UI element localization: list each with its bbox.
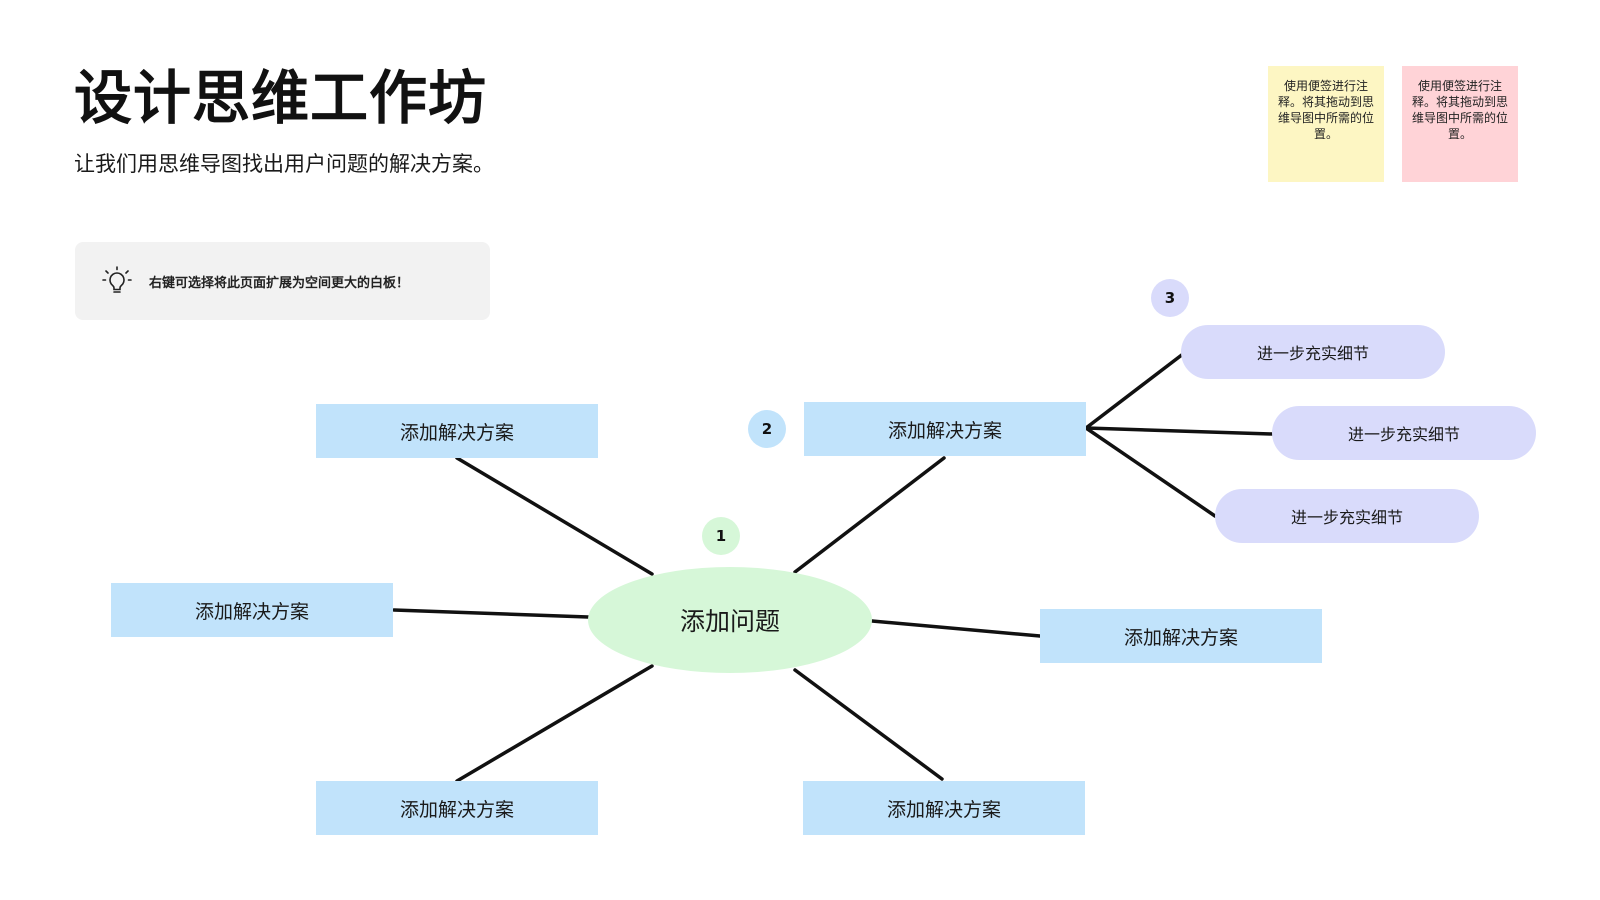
page-title: 设计思维工作坊 <box>74 64 488 132</box>
detail-node[interactable]: 进一步充实细节 <box>1215 489 1479 543</box>
connector-line <box>793 668 944 781</box>
solution-node[interactable]: 添加解决方案 <box>803 781 1085 835</box>
connector-line <box>455 456 654 576</box>
connector-line <box>1084 426 1274 436</box>
solution-node[interactable]: 添加解决方案 <box>316 404 598 458</box>
connector-line <box>1084 352 1185 430</box>
step-badge-1: 1 <box>702 517 740 555</box>
problem-node[interactable]: 添加问题 <box>588 567 872 673</box>
detail-node[interactable]: 进一步充实细节 <box>1181 325 1445 379</box>
tip-text: 右键可选择将此页面扩展为空间更大的白板！ <box>149 275 410 291</box>
step-badge-3: 3 <box>1151 279 1189 317</box>
connector-line <box>793 456 946 574</box>
sticky-note-pink[interactable]: 使用便签进行注释。将其拖动到思维导图中所需的位置。 <box>1402 66 1518 182</box>
tip-banner: 右键可选择将此页面扩展为空间更大的白板！ <box>75 242 490 320</box>
lightbulb-icon <box>102 266 132 293</box>
solution-node[interactable]: 添加解决方案 <box>1040 609 1322 663</box>
page-subtitle: 让我们用思维导图找出用户问题的解决方案。 <box>74 152 494 176</box>
sticky-note-yellow[interactable]: 使用便签进行注释。将其拖动到思维导图中所需的位置。 <box>1268 66 1384 182</box>
solution-node[interactable]: 添加解决方案 <box>111 583 393 637</box>
solution-node[interactable]: 添加解决方案 <box>804 402 1086 456</box>
connector-line <box>1084 426 1217 518</box>
step-badge-2: 2 <box>748 410 786 448</box>
solution-node[interactable]: 添加解决方案 <box>316 781 598 835</box>
connector-line <box>455 664 654 783</box>
connector-line <box>870 619 1042 638</box>
connector-line <box>392 608 590 619</box>
detail-node[interactable]: 进一步充实细节 <box>1272 406 1536 460</box>
